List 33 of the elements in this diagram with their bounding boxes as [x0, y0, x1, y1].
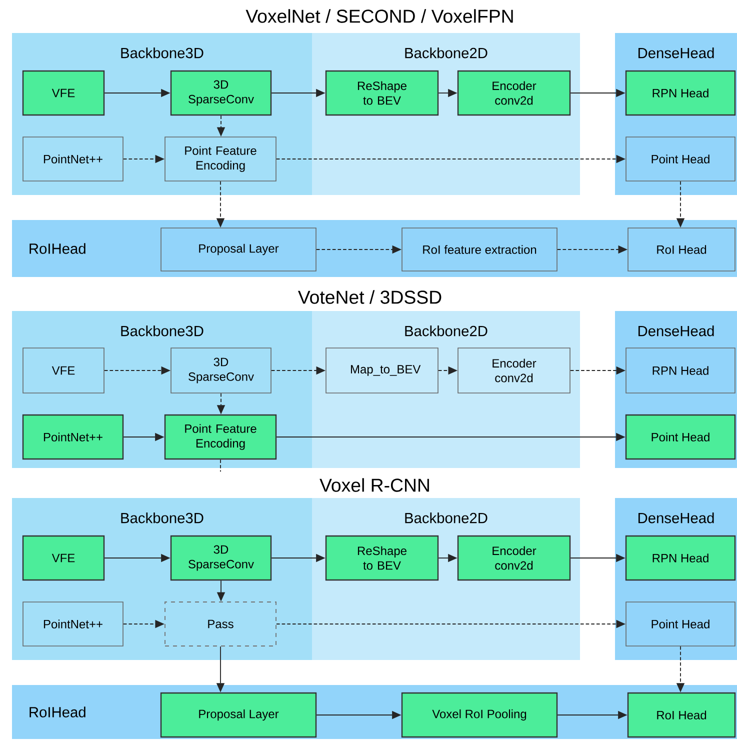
panel-title: VoteNet / 3DSSD	[298, 290, 442, 304]
module-box: RPN Head	[625, 70, 736, 116]
module-box: RoI Head	[627, 692, 736, 738]
module-box: VFE	[22, 348, 104, 394]
module-box: 3D SparseConv	[170, 348, 272, 394]
module-box: RoI feature extraction	[402, 228, 558, 272]
module-box: Point Head	[625, 414, 736, 460]
module-box: Encoder conv2d	[458, 348, 570, 394]
module-box: Point Head	[626, 602, 736, 646]
module-box: Encoder conv2d	[457, 70, 571, 116]
module-box: ReShape to BEV	[325, 70, 439, 116]
placeholder-box: Pass	[164, 602, 276, 646]
panel-title: VoxelNet / SECOND / VoxelFPN	[246, 9, 513, 23]
module-box: VFE	[22, 535, 105, 581]
module-box: PointNet++	[22, 414, 124, 460]
module-box: VFE	[22, 70, 105, 116]
module-box: Map_to_BEV	[326, 348, 438, 394]
module-box: Point Feature Encoding	[164, 414, 277, 460]
module-box: Voxel RoI Pooling	[401, 692, 558, 738]
module-box: Encoder conv2d	[457, 535, 571, 581]
module-box: PointNet++	[22, 136, 124, 182]
module-box: RoI Head	[628, 228, 736, 272]
module-box: Proposal Layer	[160, 692, 317, 738]
module-box: ReShape to BEV	[325, 535, 439, 581]
module-box: RPN Head	[625, 535, 736, 581]
module-box: 3D SparseConv	[170, 70, 272, 116]
module-box: Point Feature Encoding	[164, 136, 276, 182]
module-box: 3D SparseConv	[170, 535, 272, 581]
module-box: PointNet++	[22, 602, 124, 646]
module-box: RPN Head	[626, 348, 736, 394]
module-box: Point Head	[626, 136, 736, 182]
panel-title: Voxel R-CNN	[320, 478, 429, 492]
module-box: Proposal Layer	[160, 228, 316, 272]
